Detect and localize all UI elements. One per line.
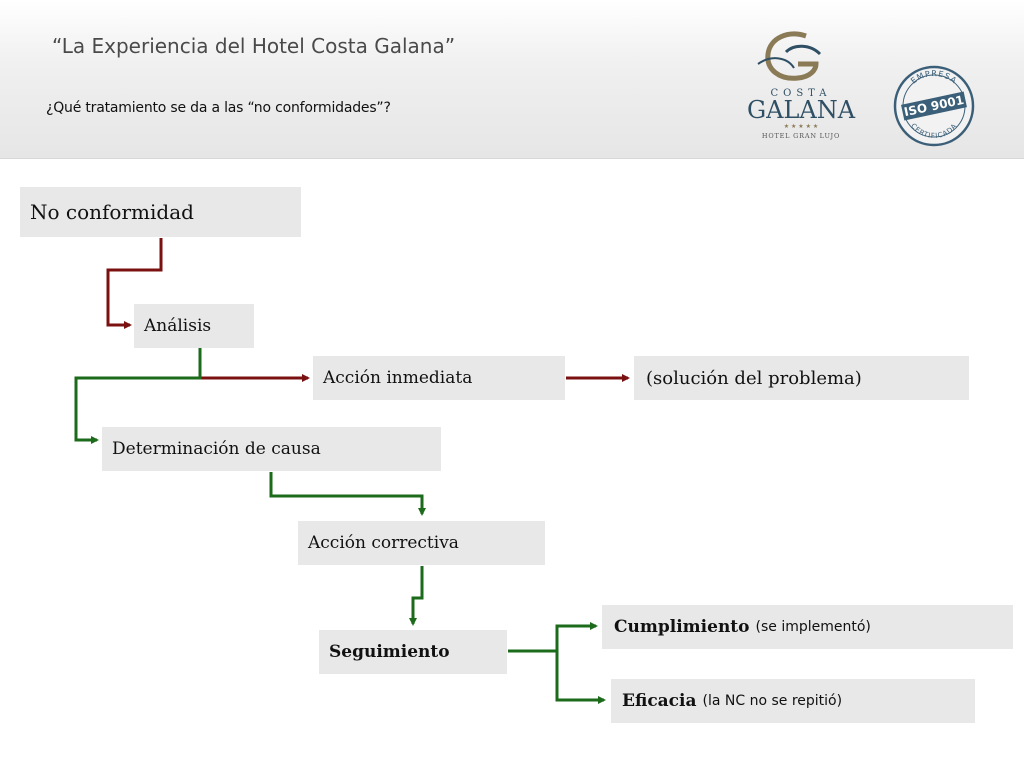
node-no-conformidad-label: No conformidad: [30, 200, 194, 224]
node-seguimiento: Seguimiento: [319, 630, 507, 674]
node-accion-inmediata: Acción inmediata: [313, 356, 565, 400]
costa-galana-logo: COSTA GALANA ★ ★ ★ ★ ★ HOTEL GRAN LUJO: [747, 31, 856, 140]
node-analisis-label: Análisis: [144, 316, 212, 336]
logo-tagline: HOTEL GRAN LUJO: [762, 132, 840, 140]
node-accion-correctiva: Acción correctiva: [298, 521, 545, 565]
node-analisis: Análisis: [134, 304, 254, 348]
arrow-analisis-to-determinacion: [74, 341, 202, 444]
node-determinacion-label: Determinación de causa: [112, 439, 321, 459]
logo-text-galana: GALANA: [747, 96, 856, 124]
arrow-accion-correctiva-to-seguimiento: [409, 566, 424, 626]
node-eficacia: Eficacia (la NC no se repitió): [611, 679, 975, 723]
node-eficacia-note: (la NC no se repitió): [702, 693, 843, 709]
node-eficacia-label: Eficacia: [622, 691, 697, 711]
node-solucion-label: (solución del problema): [646, 367, 862, 389]
page-title: “La Experiencia del Hotel Costa Galana”: [52, 34, 456, 58]
node-cumplimiento-label: Cumplimiento: [614, 617, 750, 637]
node-cumplimiento-note: (se implementó): [755, 619, 871, 635]
arrow-seguimiento-to-eficacia: [555, 651, 606, 704]
node-no-conformidad: No conformidad: [20, 187, 301, 237]
node-determinacion: Determinación de causa: [102, 427, 441, 471]
arrow-determinacion-to-accion-correctiva: [269, 472, 426, 516]
arrow-noconf-to-analisis: [106, 238, 163, 329]
logo-stars: ★ ★ ★ ★ ★: [784, 123, 819, 130]
arrow-seguimiento-to-cumplimiento: [508, 622, 598, 653]
node-solucion: (solución del problema): [634, 356, 969, 400]
node-accion-inmediata-label: Acción inmediata: [323, 368, 473, 388]
logo-text-costa: COSTA: [770, 88, 831, 99]
node-cumplimiento: Cumplimiento (se implementó): [602, 605, 1013, 649]
page-subtitle: ¿Qué tratamiento se da a las “no conform…: [46, 100, 391, 116]
node-accion-correctiva-label: Acción correctiva: [308, 533, 459, 553]
header-banner: “La Experiencia del Hotel Costa Galana” …: [0, 0, 1024, 159]
iso-seal-icon: EMPRESA ISO 9001 CERTIFICADA: [893, 65, 975, 147]
node-seguimiento-label: Seguimiento: [329, 642, 450, 662]
